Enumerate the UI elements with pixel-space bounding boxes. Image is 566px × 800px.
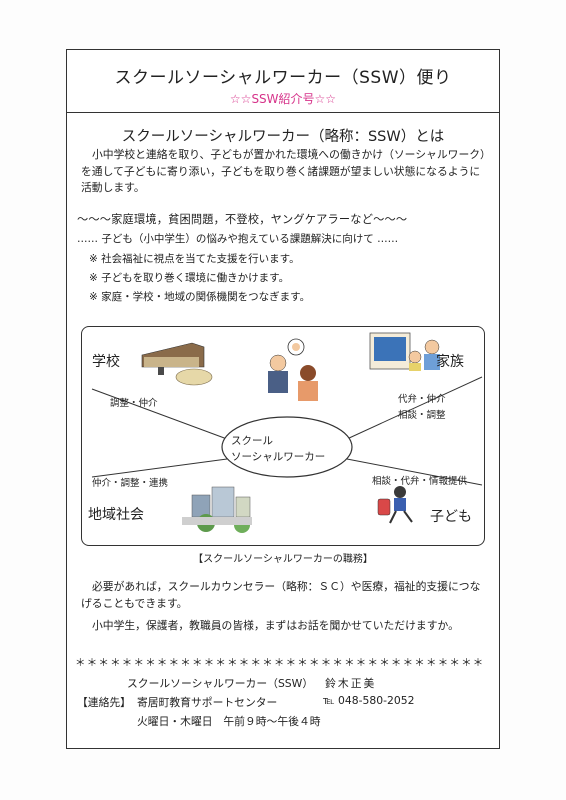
- label-family: 家族: [436, 354, 464, 370]
- school-illustration: [141, 342, 213, 386]
- role-family-1: 代弁・仲介: [398, 394, 446, 405]
- center-label: スクール ソーシャルワーカー: [227, 433, 347, 465]
- diagram-graphic: [91, 332, 483, 533]
- role-school: 調整・仲介: [110, 398, 158, 409]
- label-community: 地域社会: [88, 507, 144, 523]
- center-line-1: スクール: [231, 435, 273, 447]
- title-box: スクールソーシャルワーカー（SSW）便り ☆☆SSW紹介号☆☆: [66, 49, 500, 113]
- family-illustration: [369, 332, 440, 371]
- page-title: スクールソーシャルワーカー（SSW）便り: [114, 68, 452, 88]
- line-family: [346, 376, 483, 440]
- role-community: 仲介・調整・連携: [92, 478, 169, 489]
- role-family-2: 相談・調整: [398, 410, 446, 421]
- label-child: 子ども: [430, 509, 472, 525]
- line-child: [346, 458, 483, 486]
- note-paragraph: 必要があれば，スクールカウンセラー（略称：ＳＣ）や医療，福祉的支援につなげること…: [81, 580, 481, 610]
- note-paragraph: 小中学生，保護者，教職員の皆様，まずはお話を聞かせていただけますか。: [92, 619, 459, 632]
- star-divider: ＊＊＊＊＊＊＊＊＊＊＊＊＊＊＊＊＊＊＊＊＊＊＊＊＊＊＊＊＊＊＊＊＊＊＊: [75, 657, 485, 669]
- contact-hours: 火曜日・木曜日 午前９時～午後４時: [137, 715, 321, 728]
- child-illustration: [377, 486, 413, 524]
- page-subtitle: ☆☆SSW紹介号☆☆: [229, 92, 337, 106]
- ssw-name: 鈴木正美: [325, 677, 377, 690]
- diagram-caption: 【スクールソーシャルワーカーの職務】: [193, 554, 373, 565]
- ssw-diagram: 学校 調整・仲介 家族 代弁・仲介 相談・調整 仲介・調整・連携 地域社会 相談…: [81, 326, 485, 546]
- bullet-item: ※ 社会福祉に視点を当てた支援を行います。: [89, 253, 300, 265]
- ssw-people-illustration: [268, 338, 318, 401]
- section-heading: スクールソーシャルワーカー（略称：SSW）とは: [121, 129, 445, 145]
- intro-paragraph: 小中学校と連絡を取り、子どもが置かれた環境への働きかけ（ソーシャルワーク）を通し…: [81, 148, 486, 194]
- role-child: 相談・代弁・情報提供: [372, 476, 468, 487]
- contact-center: 寄居町教育サポートセンター: [137, 696, 278, 709]
- center-line-2: ソーシャルワーカー: [231, 451, 326, 463]
- toward-line: …… 子ども（小中学生）の悩みや抱えている課題解決に向けて ……: [77, 233, 399, 245]
- contact-label: 【連絡先】: [77, 696, 131, 709]
- label-school: 学校: [92, 354, 120, 370]
- ssw-credit: スクールソーシャルワーカー（SSW） 鈴木正美: [127, 675, 376, 691]
- bullet-item: ※ 子どもを取り巻く環境に働きかけます。: [89, 272, 290, 284]
- community-illustration: [182, 486, 252, 533]
- ssw-title: スクールソーシャルワーカー（SSW）: [127, 677, 314, 690]
- center-ellipse: [221, 416, 353, 478]
- problems-line: ～～～家庭環境，貧困問題，不登校，ヤングケアラーなど～～～: [77, 213, 408, 226]
- contact-tel: ℡ 048-580-2052: [323, 694, 415, 707]
- line-school: [91, 388, 228, 440]
- content-box: スクールソーシャルワーカー（略称：SSW）とは 小中学校と連絡を取り、子どもが置…: [66, 113, 500, 749]
- bullet-item: ※ 家庭・学校・地域の関係機関をつなぎます。: [89, 291, 311, 303]
- line-community: [91, 458, 228, 478]
